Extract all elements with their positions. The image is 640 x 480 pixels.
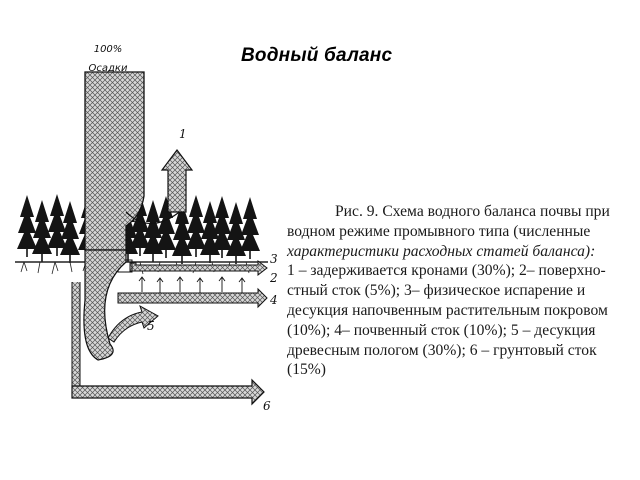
groundwater-column: [71, 282, 81, 391]
arrow-2-surface-runoff: [129, 259, 268, 277]
label-5: 5: [147, 319, 155, 333]
caption-line: Рис. 9. Схема водного баланса почвы при: [335, 203, 610, 220]
caption-line: водном режиме промывного типа (численные: [287, 222, 591, 240]
label-2: 2: [269, 271, 278, 285]
interception-arc: [125, 209, 183, 225]
caption-line: характеристики расходных статей баланса)…: [287, 242, 596, 260]
figure-caption: Рис. 9. Схема водного баланса почвы при …: [287, 202, 632, 380]
arrow-4-soil-runoff: [117, 287, 268, 309]
precip-percent-label: 100%: [94, 44, 123, 55]
infiltration-flow: [83, 249, 127, 361]
caption-line: (10%); 4– почвенный сток (10%); 5 – десу…: [287, 321, 596, 339]
caption-line: 1 – задерживается кронами (30%); 2– пове…: [287, 262, 606, 280]
caption-line: древесным пологом (30%); 6 – грунтовый с…: [287, 341, 597, 359]
arrow-1-interception: [160, 149, 194, 213]
precipitation-flow: [84, 71, 145, 251]
arrow-3-evaporation: [138, 276, 246, 293]
label-6: 6: [263, 399, 271, 413]
arrow-5-desuction: [107, 304, 159, 343]
arrow-6-groundwater-runoff: [71, 378, 265, 406]
caption-line: стный сток (5%); 3– физическое испарение…: [287, 282, 586, 300]
precip-label: Осадки: [89, 63, 128, 74]
caption-line: (15%): [287, 361, 326, 379]
caption-line: десукция напочвенным растительным покров…: [287, 301, 608, 319]
slide-title: Водный баланс: [241, 45, 393, 66]
label-4: 4: [269, 293, 278, 307]
label-1: 1: [179, 127, 187, 141]
label-3: 3: [270, 252, 278, 266]
